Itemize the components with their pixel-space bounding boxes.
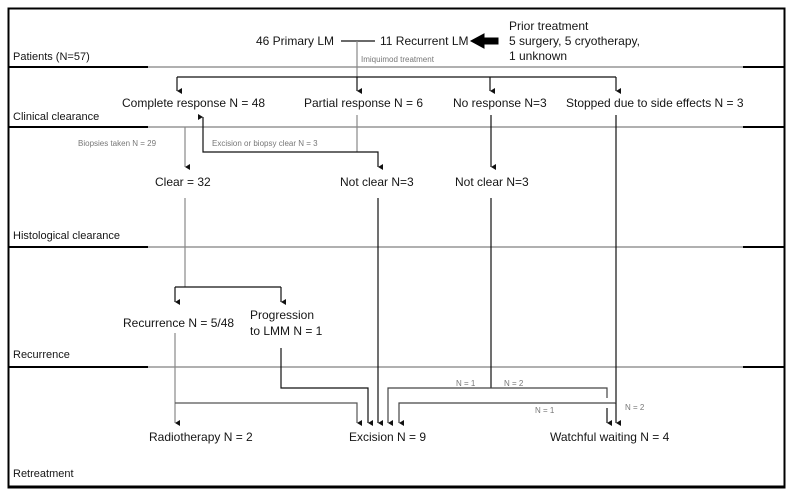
prior-treatment-line1: 5 surgery, 5 cryotherapy, (509, 34, 640, 48)
prior-treatment-arrow-icon (469, 33, 499, 49)
line-noresponse-to-watchful (491, 387, 608, 398)
arrow-partial-to-notclear (357, 151, 383, 170)
flow-label-stopped-excision: N = 1 (535, 406, 555, 415)
node-progression-line2: to LMM N = 1 (250, 324, 323, 338)
node-no-response: No response N=3 (453, 96, 547, 110)
node-partial-response: Partial response N = 6 (304, 96, 424, 110)
node-complete-response: Complete response N = 48 (122, 96, 266, 110)
note-biopsies-taken: Biopsies taken N = 29 (78, 139, 157, 148)
arrow-stopped-to-excision (398, 402, 616, 426)
note-excision-biopsy-clear: Excision or biopsy clear N = 3 (212, 139, 318, 148)
node-progression-line1: Progression (250, 308, 315, 322)
section-label-clinical: Clinical clearance (13, 111, 100, 123)
prior-treatment-line2: 1 unknown (509, 49, 568, 63)
section-label-retreatment: Retreatment (13, 468, 74, 480)
node-not-clear-noresponse: Not clear N=3 (455, 175, 529, 189)
arrow-recurrence-to-excision (175, 402, 362, 426)
node-radiotherapy: Radiotherapy N = 2 (149, 430, 253, 444)
arrow-excision-clear-to-complete (198, 114, 357, 153)
node-recurrence: Recurrence N = 5/48 (123, 316, 235, 330)
node-recurrent-lm: 11 Recurrent LM (380, 34, 469, 48)
node-stopped-side-effects: Stopped due to side effects N = 3 (566, 96, 744, 110)
node-watchful-waiting: Watchful waiting N = 4 (550, 430, 670, 444)
prior-treatment-title: Prior treatment (509, 19, 589, 33)
section-dividers (8, 66, 785, 368)
flow-label-noresp-excision: N = 1 (456, 379, 476, 388)
node-clear: Clear = 32 (155, 175, 211, 189)
node-primary-lm: 46 Primary LM (256, 34, 335, 48)
node-not-clear-partial: Not clear N=3 (340, 175, 414, 189)
section-label-histological: Histological clearance (13, 230, 120, 242)
note-imiquimod-treatment: Imiquimod treatment (361, 55, 434, 64)
arrow-progression-to-excision (280, 348, 373, 426)
section-label-recurrence: Recurrence (13, 349, 70, 361)
section-label-patients: Patients (N=57) (13, 51, 90, 63)
node-excision: Excision N = 9 (349, 430, 427, 444)
arrow-noresponse-to-excision (387, 387, 491, 426)
flow-label-noresp-watchful: N = 2 (504, 379, 524, 388)
flow-label-stopped-watchful: N = 2 (625, 403, 645, 412)
